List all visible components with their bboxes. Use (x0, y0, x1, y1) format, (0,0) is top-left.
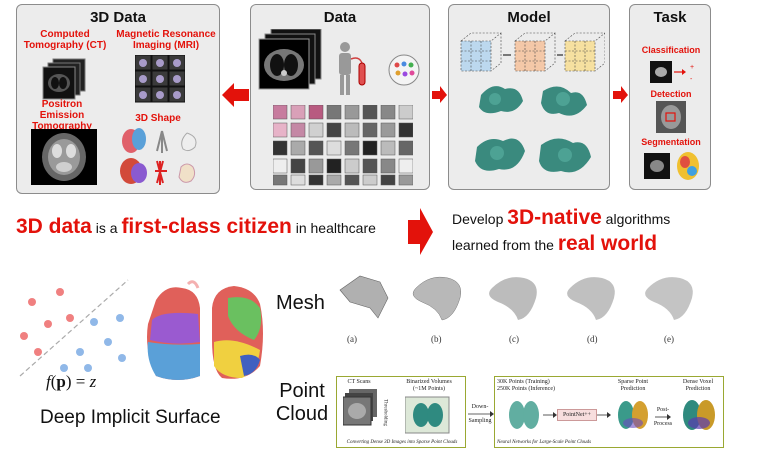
pc-arrow-1 (543, 412, 557, 418)
lung-models-image (475, 86, 591, 173)
pc-sparse-pred-image (618, 401, 648, 429)
pc-down-1: Down- (471, 404, 489, 410)
mesh-caption-b: (b) (431, 334, 442, 344)
pathology-slides-image (273, 105, 413, 186)
classification-image: +- (650, 61, 694, 83)
label-point-cloud: Point Cloud (272, 380, 332, 426)
pc-caption-left: Converting Dense 3D Images into Sparse P… (346, 440, 458, 445)
pc-dense-pred-image (683, 400, 715, 430)
ct-volume-image (258, 29, 322, 90)
implicit-formula: f(p) = z (46, 372, 97, 391)
statement-right-line2: learned from the real world (452, 232, 657, 256)
label-segmentation: Segmentation (641, 137, 701, 147)
segmented-lungs-image (147, 280, 263, 380)
svg-text:-: - (690, 76, 693, 83)
pc-sparse-2: Prediction (620, 386, 646, 392)
formula-z: z (89, 372, 97, 391)
pc-post-1: Post- (656, 407, 670, 413)
panel-model: Model (448, 4, 610, 190)
pc-ct-scans: CT Scans (347, 379, 371, 385)
mesh-caption-a: (a) (347, 334, 357, 344)
arrow-data-to-model (432, 86, 447, 103)
statement-left: 3D data is a first-class citizen in heal… (16, 215, 376, 239)
arrow-model-to-task (613, 86, 628, 103)
patient-icon (339, 42, 366, 95)
pc-train-2: 250K Points (Inference) (497, 386, 555, 392)
pc-dense-2: Prediction (685, 386, 711, 392)
multiomics-icon (388, 54, 420, 86)
phrase-develop: Develop (452, 211, 508, 227)
phrase-first-class-citizen: first-class citizen (121, 215, 292, 238)
svg-text:+: + (690, 64, 694, 71)
mesh-caption-c: (c) (509, 334, 519, 344)
pc-train-1: 30K Points (Training) (497, 379, 550, 385)
phrase-real-world: real world (557, 232, 658, 255)
pc-pointnet-box: PointNet++ (557, 409, 597, 421)
arrow-data-to-3d-data (222, 83, 249, 107)
pc-thresholding: Thresholding (382, 399, 388, 426)
pc-caption-right: Neural Networks for Large-Scale Point Cl… (497, 440, 592, 445)
pc-ct-cube-image (343, 389, 377, 426)
label-mesh: Mesh (276, 292, 325, 314)
label-classification: Classification (641, 45, 701, 55)
label-ct: Computed Tomography (CT) (23, 29, 107, 51)
mesh-shapes (339, 275, 693, 321)
pc-arrow-2 (597, 412, 611, 418)
label-mri: Magnetic Resonance Imaging (MRI) (116, 29, 216, 51)
formula-p: p (56, 372, 66, 391)
pc-sparse-1: Sparse Point (617, 379, 649, 385)
mesh-caption-e: (e) (664, 334, 674, 344)
panel-title-model: Model (507, 9, 551, 26)
panel-title-3d-data: 3D Data (90, 9, 146, 26)
3d-shape-image (120, 128, 197, 185)
pc-arrow-3 (655, 414, 671, 420)
statement-right-line1: Develop 3D-native algorithms (452, 206, 670, 230)
panel-title-data: Data (323, 9, 357, 26)
detection-image (656, 101, 686, 133)
pc-sparse-input-image (509, 401, 539, 429)
phrase-is-a: is a (91, 220, 122, 236)
segmentation-image (644, 152, 699, 180)
formula-f: f (46, 372, 51, 391)
pc-binarized-1: Binarized Volumes (406, 379, 452, 385)
label-deep-implicit-surface: Deep Implicit Surface (40, 407, 221, 428)
phrase-3d-native: 3D-native (507, 206, 602, 229)
pc-dense-1: Dense Voxel (682, 379, 714, 385)
ct-stack-image (42, 58, 86, 100)
pc-pipeline-left: CT Scans Thresholding Binarized Volumes … (336, 376, 466, 448)
pc-binarized-2: (~1M Points) (412, 386, 446, 392)
pc-pipeline-right: 30K Points (Training) 250K Points (Infer… (494, 376, 724, 448)
pet-brain-image (31, 129, 97, 185)
pc-post-2: Process (653, 421, 673, 427)
label-point: Point (279, 380, 325, 402)
pc-pointnet: PointNet++ (562, 412, 592, 418)
phrase-learned-from-the: learned from the (452, 237, 558, 253)
phrase-in-healthcare: in healthcare (291, 220, 376, 236)
panel-data: Data (250, 4, 430, 190)
panel-task: Task Classification +- Detection Segment… (629, 4, 711, 190)
label-detection: Detection (650, 89, 692, 99)
phrase-algorithms: algorithms (601, 211, 671, 227)
pc-down-2: Sampling (468, 418, 492, 424)
panel-title-task: Task (653, 9, 687, 26)
arrow-statement (408, 208, 433, 255)
label-3d-shape: 3D Shape (135, 113, 181, 124)
mri-grid-image (135, 55, 185, 103)
panel-3d-data: 3D Data Computed Tomography (CT) Magneti… (16, 4, 220, 194)
pc-binarized-image (405, 396, 450, 434)
mesh-caption-d: (d) (587, 334, 598, 344)
pc-down-arrow (468, 411, 494, 417)
voxel-grid-icons (460, 32, 605, 72)
implicit-scatter (19, 279, 129, 377)
phrase-3d-data: 3D data (16, 215, 92, 238)
label-cloud: Cloud (275, 403, 329, 425)
